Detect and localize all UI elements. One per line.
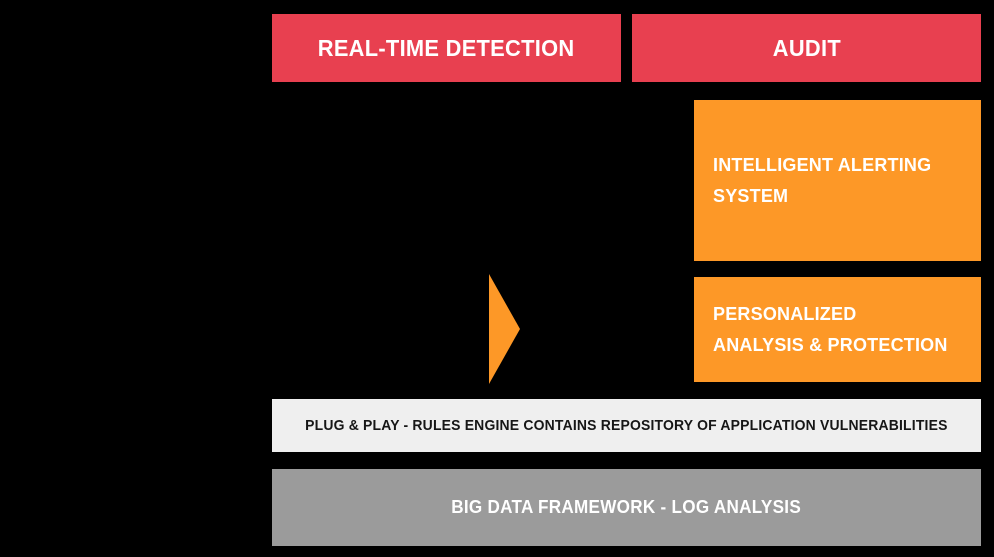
header-audit: AUDIT — [632, 14, 981, 82]
plug-and-play-bar: PLUG & PLAY - RULES ENGINE CONTAINS REPO… — [272, 399, 981, 452]
box-intelligent-alerting-system: INTELLIGENT ALERTING SYSTEM — [694, 100, 981, 261]
box-intelligent-alerting-system-line-2: SYSTEM — [713, 185, 789, 206]
box-personalized-analysis-protection-line-2: ANALYSIS & PROTECTION — [713, 334, 948, 355]
right-arrow-icon — [489, 274, 520, 384]
big-data-framework-bar-label: BIG DATA FRAMEWORK - LOG ANALYSIS — [451, 497, 802, 517]
plug-and-play-bar-label: PLUG & PLAY - RULES ENGINE CONTAINS REPO… — [305, 417, 948, 434]
header-real-time-detection-label: REAL-TIME DETECTION — [318, 34, 575, 61]
header-audit-label: AUDIT — [772, 34, 841, 61]
box-personalized-analysis-protection-line-1: PERSONALIZED — [713, 303, 857, 324]
header-real-time-detection: REAL-TIME DETECTION — [272, 14, 621, 82]
big-data-framework-bar: BIG DATA FRAMEWORK - LOG ANALYSIS — [272, 469, 981, 546]
box-intelligent-alerting-system-line-1: INTELLIGENT ALERTING — [713, 154, 932, 175]
box-personalized-analysis-protection: PERSONALIZED ANALYSIS & PROTECTION — [694, 277, 981, 382]
